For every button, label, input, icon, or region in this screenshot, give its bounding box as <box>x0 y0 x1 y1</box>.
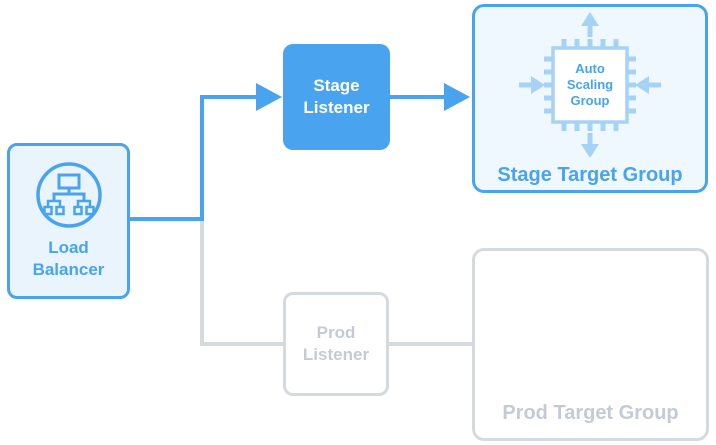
prod-target-group-label: Prod Target Group <box>502 401 679 424</box>
prod-listener-label: Prod Listener <box>302 322 370 364</box>
load-balancer-icon <box>35 161 102 228</box>
stage-listener-label: Stage Listener <box>303 75 370 117</box>
arrowhead-into-stage-listener <box>256 83 282 111</box>
edge-lb-stage-top-segment <box>200 95 258 99</box>
asg-chip-label: Auto Scaling Group <box>566 60 614 109</box>
edge-lb-stage-vertical-segment <box>200 95 204 221</box>
node-prod-target-group: Prod Target Group <box>472 248 709 441</box>
auto-scaling-chip-icon <box>519 12 661 158</box>
edge-lb-prod-horizontal-segment <box>200 342 284 346</box>
node-prod-listener: Prod Listener <box>283 292 389 396</box>
edge-prod-listener-to-target-segment <box>389 342 473 346</box>
load-balancer-label: Load Balancer <box>32 237 105 279</box>
node-stage-target-group: Auto Scaling Group Stage Target Group <box>472 4 708 193</box>
auto-scaling-group-figure: Auto Scaling Group <box>505 10 675 160</box>
edge-stage-listener-to-target-segment <box>390 95 444 99</box>
node-stage-listener: Stage Listener <box>283 44 390 150</box>
edge-lb-prod-vertical-segment <box>200 221 204 346</box>
node-load-balancer: Load Balancer <box>7 143 130 299</box>
stage-target-group-label: Stage Target Group <box>497 164 683 186</box>
arrowhead-into-stage-target-group <box>444 83 470 111</box>
edge-lb-stage-horizontal-segment <box>129 217 204 221</box>
